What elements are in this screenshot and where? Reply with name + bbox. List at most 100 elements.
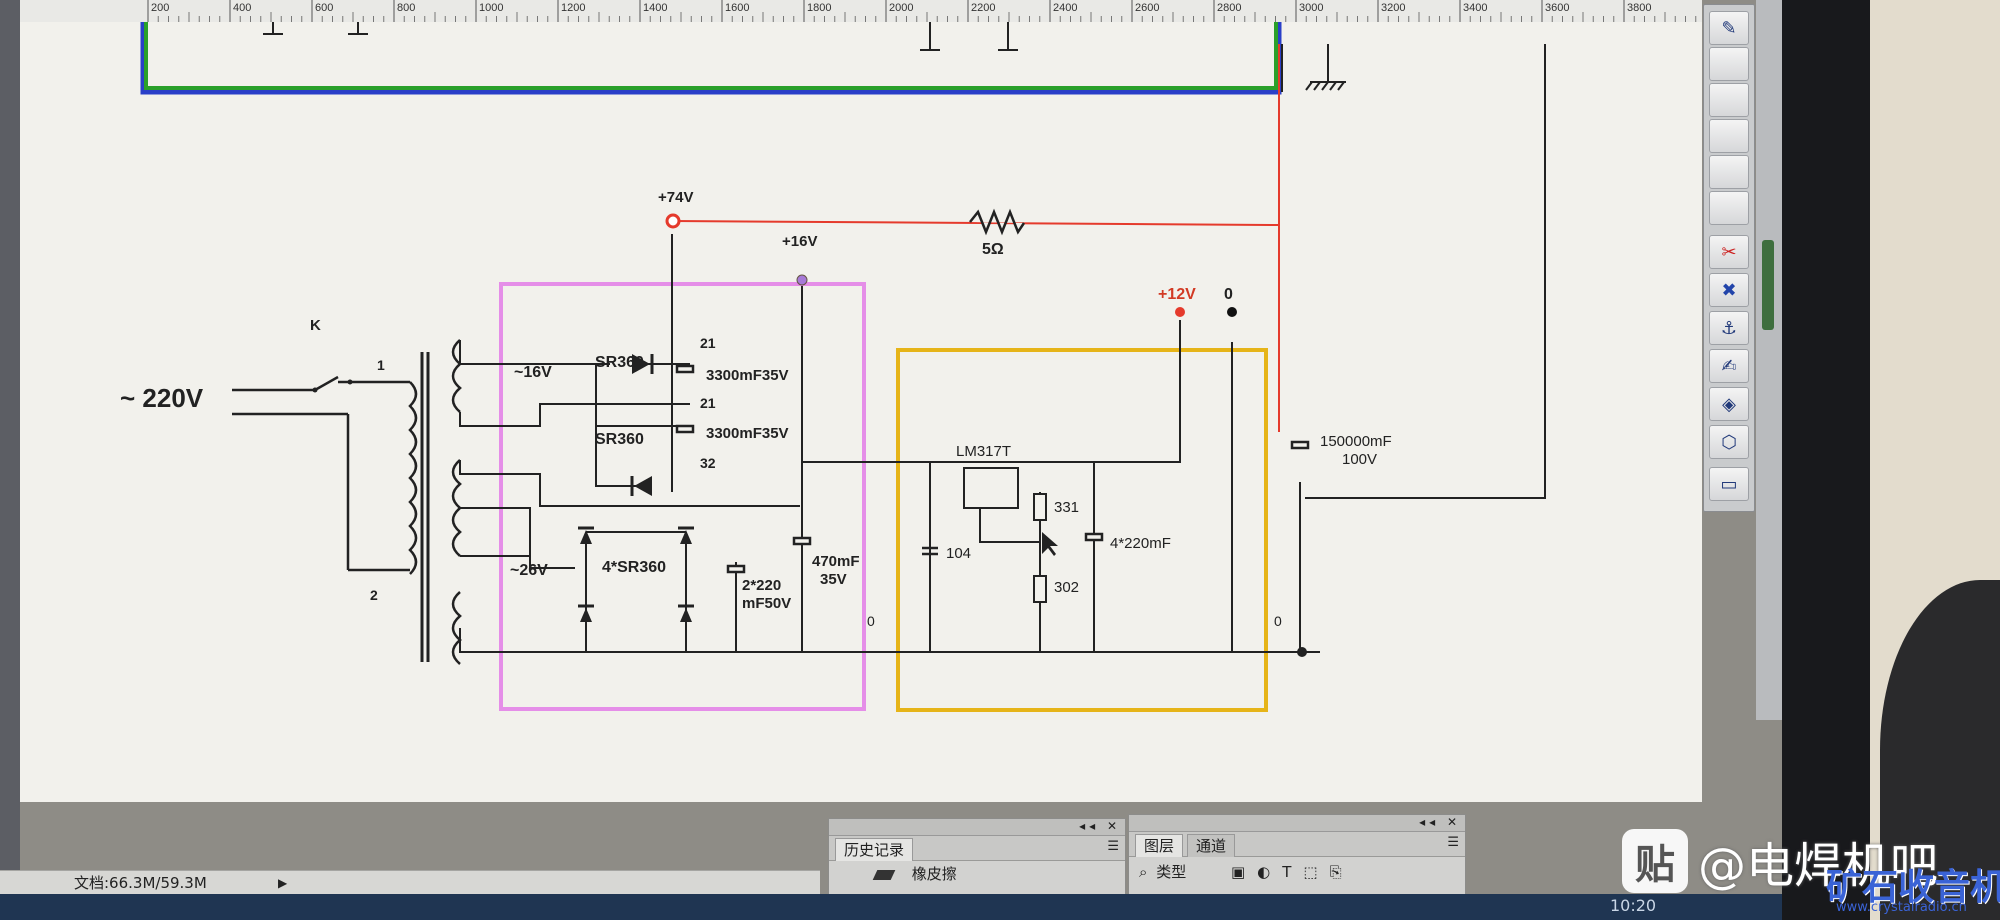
switch-label: K bbox=[310, 317, 321, 334]
ruler-tick-label: 1600 bbox=[725, 2, 749, 14]
tool-slot-2[interactable] bbox=[1709, 47, 1749, 81]
diode2-label: SR360 bbox=[595, 431, 644, 448]
rail-74v-label: +74V bbox=[658, 189, 693, 206]
schematic-diagram: ~ 220V K 1 2 ~16V ~26V SR360 SR360 4*SR3… bbox=[120, 22, 1546, 712]
document-canvas[interactable]: ~ 220V K 1 2 ~16V ~26V SR360 SR360 4*SR3… bbox=[20, 22, 1702, 802]
cap3-label-1: 2*220 bbox=[742, 577, 781, 594]
tool-slot-4[interactable] bbox=[1709, 119, 1749, 153]
close-x-tool-icon[interactable]: ✖ bbox=[1709, 273, 1749, 307]
node-32: 32 bbox=[700, 455, 716, 471]
cap1-label: 3300mF35V bbox=[706, 367, 789, 384]
shape-tool-icon[interactable]: ⬡ bbox=[1709, 425, 1749, 459]
history-item[interactable]: 橡皮擦 bbox=[829, 861, 1125, 887]
cap4-label-2: 35V bbox=[820, 571, 847, 588]
tool-slot-3[interactable] bbox=[1709, 83, 1749, 117]
tool-slot-6[interactable] bbox=[1709, 191, 1749, 225]
resistor-5ohm bbox=[969, 208, 1026, 236]
ruler-tick-label: 3600 bbox=[1545, 2, 1569, 14]
history-item-label: 橡皮擦 bbox=[911, 865, 957, 883]
diode1-label: SR360 bbox=[595, 354, 644, 371]
ruler-tick-label: 1200 bbox=[561, 2, 585, 14]
pink-section-box bbox=[499, 282, 866, 711]
watermark-text: @电焊机吧 bbox=[1698, 838, 1939, 894]
primary-pin2: 2 bbox=[370, 587, 378, 603]
ruler-tick-label: 3000 bbox=[1299, 2, 1323, 14]
scrollbar-thumb[interactable] bbox=[1762, 240, 1774, 330]
sign-tool-icon[interactable]: ✍ bbox=[1709, 349, 1749, 383]
tab-channels[interactable]: 通道 bbox=[1187, 834, 1236, 857]
regulator-label: LM317T bbox=[956, 443, 1011, 460]
top-block-outline-blue bbox=[140, 22, 1282, 95]
mains-switch bbox=[232, 375, 410, 572]
tab-history[interactable]: 历史记录 bbox=[835, 838, 914, 861]
layer-filter-row: ⌕ 类型 ▣◐T⬚⎘ bbox=[1129, 859, 1465, 885]
status-menu-arrow-icon[interactable]: ▶ bbox=[278, 876, 288, 890]
ground-0a-label: 0 bbox=[867, 613, 875, 629]
winding-26v-label: ~26V bbox=[510, 562, 548, 579]
layer-filter-select[interactable]: 类型 bbox=[1156, 863, 1187, 881]
tab-layers[interactable]: 图层 bbox=[1135, 834, 1184, 857]
mains-label: ~ 220V bbox=[120, 383, 204, 413]
tool-slot-5[interactable] bbox=[1709, 155, 1749, 189]
anchor-tool-icon[interactable]: ⚓ bbox=[1709, 311, 1749, 345]
monitor-bezel bbox=[1782, 0, 1870, 920]
primary-coil bbox=[408, 381, 418, 575]
watermark-url: www.crystalradio.cn bbox=[1836, 900, 1967, 915]
cap-big-label-1: 150000mF bbox=[1320, 433, 1392, 450]
top-grounds bbox=[263, 22, 1018, 51]
ruler-tick-label: 800 bbox=[397, 2, 415, 14]
panel-collapse-close-icon[interactable]: ◂◂ ✕ bbox=[1079, 819, 1121, 833]
resistor-5-label: 5Ω bbox=[982, 241, 1004, 258]
monitor-edge bbox=[0, 0, 20, 920]
ruler-tick-label: 1000 bbox=[479, 2, 503, 14]
node-21b: 21 bbox=[700, 395, 716, 411]
ruler-tick-label: 1400 bbox=[643, 2, 667, 14]
bridge-label: 4*SR360 bbox=[602, 559, 666, 576]
search-icon: ⌕ bbox=[1139, 863, 1148, 881]
history-panel-header: ◂◂ ✕ bbox=[829, 819, 1125, 836]
ruler-tick-label: 3200 bbox=[1381, 2, 1405, 14]
ruler-tick-label: 600 bbox=[315, 2, 333, 14]
cap-4x220-label: 4*220mF bbox=[1110, 535, 1171, 552]
vertical-scrollbar[interactable] bbox=[1756, 0, 1782, 720]
filter-icons[interactable]: ▣◐T⬚⎘ bbox=[1230, 863, 1354, 881]
layers-menu-icon[interactable]: ☰ bbox=[1447, 835, 1459, 850]
watermark-tieba: 贴 @电焊机吧 bbox=[1622, 826, 1938, 896]
taskbar: 10:20 bbox=[0, 894, 1782, 920]
eraser-tool-icon[interactable]: ◈ bbox=[1709, 387, 1749, 421]
brush-tool-icon[interactable]: ✎ bbox=[1709, 11, 1749, 45]
history-panel-tabs: 历史记录 ☰ bbox=[829, 836, 1125, 861]
rail-12v-label: +12V bbox=[1158, 286, 1196, 303]
cap3-label-2: mF50V bbox=[742, 595, 791, 612]
panel-menu-icon[interactable]: ☰ bbox=[1107, 839, 1119, 854]
eraser-icon bbox=[872, 869, 896, 880]
cap2-label: 3300mF35V bbox=[706, 425, 789, 442]
layers-collapse-close-icon[interactable]: ◂◂ ✕ bbox=[1419, 815, 1461, 829]
tieba-logo: 贴 bbox=[1622, 829, 1688, 893]
ruler-tick-label: 2600 bbox=[1135, 2, 1159, 14]
yellow-regulator-box bbox=[896, 348, 1268, 712]
terminal-74v bbox=[665, 213, 681, 229]
primary-pin1: 1 bbox=[377, 357, 385, 373]
history-panel: ◂◂ ✕ 历史记录 ☰ 橡皮擦 bbox=[828, 818, 1126, 898]
ruler-tick-label: 3400 bbox=[1463, 2, 1487, 14]
rail-16v-label: +16V bbox=[782, 233, 817, 250]
node-21a: 21 bbox=[700, 335, 716, 351]
cap-104-label: 104 bbox=[946, 545, 971, 562]
cap-big-label-2: 100V bbox=[1342, 451, 1377, 468]
top-block-outline-green bbox=[144, 22, 1278, 90]
ground-0b-label: 0 bbox=[1274, 613, 1282, 629]
rectangle-tool-icon[interactable]: ▭ bbox=[1709, 467, 1749, 501]
document-size-info: 文档:66.3M/59.3M bbox=[74, 874, 207, 892]
cap4-label-1: 470mF bbox=[812, 553, 860, 570]
status-bar: 文档:66.3M/59.3M ▶ bbox=[0, 870, 820, 895]
stamp-tool-icon[interactable]: ✂ bbox=[1709, 235, 1749, 269]
ruler-tick-label: 200 bbox=[151, 2, 169, 14]
layers-panel: ◂◂ ✕ 图层 通道 ☰ ⌕ 类型 ▣◐T⬚⎘ bbox=[1128, 814, 1466, 898]
res-302-label: 302 bbox=[1054, 579, 1079, 596]
taskbar-clock: 10:20 bbox=[1610, 896, 1657, 915]
watermark-logo: 矿石收音机 bbox=[1826, 867, 2000, 908]
ruler-tick-label: 1800 bbox=[807, 2, 831, 14]
